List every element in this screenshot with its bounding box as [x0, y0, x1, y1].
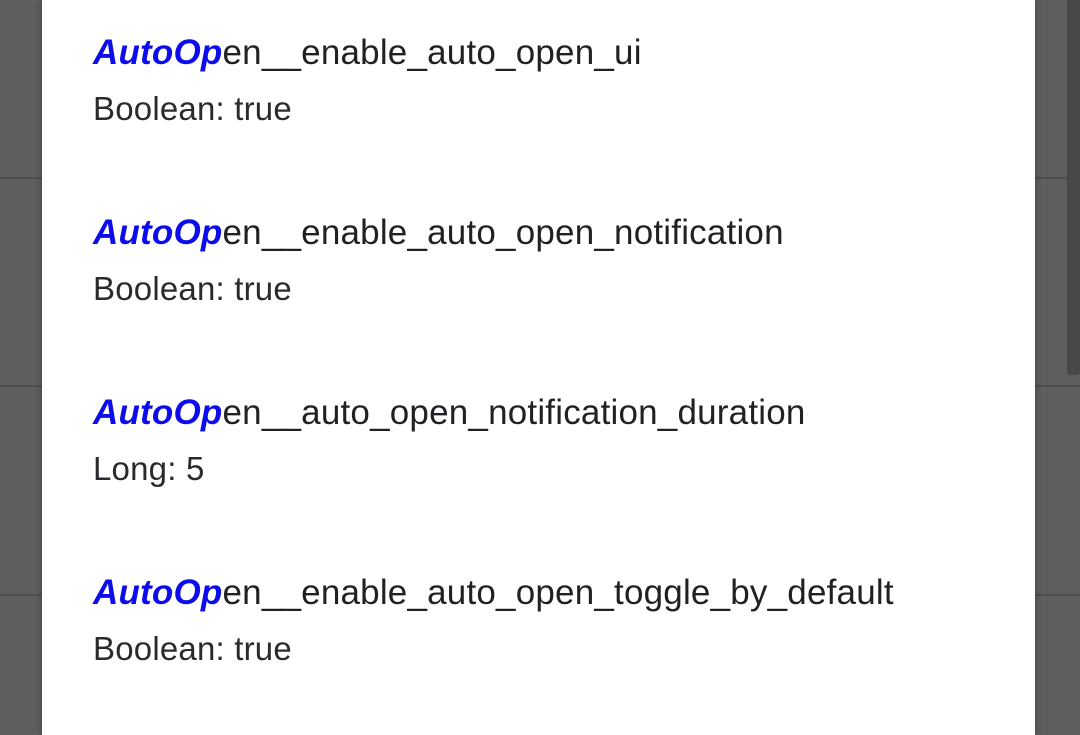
- flag-list-item[interactable]: AutoOpen__enable_auto_open_notification …: [42, 195, 1035, 375]
- flag-name-rest: en__enable_auto_open_ui: [222, 33, 642, 72]
- flag-name-match-highlight: AutoOp: [93, 33, 223, 72]
- flag-name: AutoOpen__enable_auto_open_toggle_by_def…: [93, 569, 1011, 617]
- flag-type-value: Long: 5: [93, 450, 205, 487]
- flag-list-item[interactable]: AutoOpen__auto_open_notification_duratio…: [42, 375, 1035, 555]
- flag-name: AutoOpen__auto_open_notification_duratio…: [93, 389, 1011, 437]
- flag-name-rest: en__enable_auto_open_notification: [222, 213, 784, 252]
- flag-name: AutoOpen__enable_auto_open_notification: [93, 209, 1011, 257]
- flag-list-item[interactable]: AutoOpen__enable_auto_open_toggle_by_def…: [42, 555, 1035, 735]
- scrollbar-thumb[interactable]: [1067, 0, 1080, 375]
- flag-type-value: Boolean: true: [93, 270, 292, 307]
- flag-name-rest: en__auto_open_notification_duration: [222, 393, 806, 432]
- flag-type-value: Boolean: true: [93, 90, 292, 127]
- flag-list-item[interactable]: AutoOpen__enable_auto_open_ui Boolean: t…: [42, 15, 1035, 195]
- flag-name: AutoOpen__enable_auto_open_ui: [93, 29, 1011, 77]
- flag-name-match-highlight: AutoOp: [93, 393, 223, 432]
- flag-name-match-highlight: AutoOp: [93, 213, 223, 252]
- flag-name-rest: en__enable_auto_open_toggle_by_default: [222, 573, 894, 612]
- flag-type-value: Boolean: true: [93, 630, 292, 667]
- search-results-panel: AutoOpen__enable_auto_open_ui Boolean: t…: [42, 0, 1035, 735]
- flag-name-match-highlight: AutoOp: [93, 573, 223, 612]
